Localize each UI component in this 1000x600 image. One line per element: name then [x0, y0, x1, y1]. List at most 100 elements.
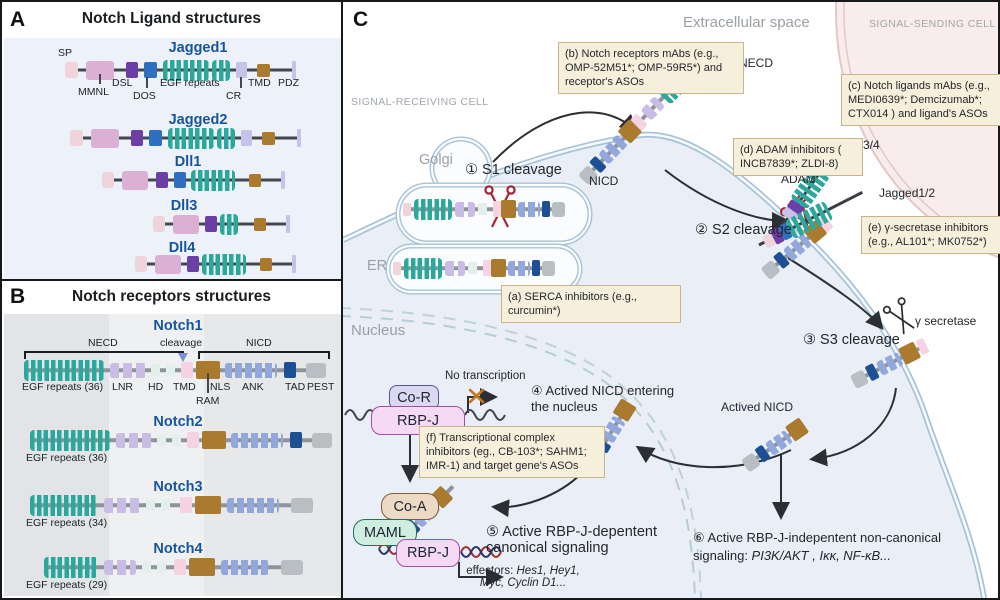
domain-tmdP — [180, 497, 192, 513]
domain-ank — [231, 432, 283, 448]
gamma-secretase-scissors-icon — [882, 297, 915, 335]
domain-pdz — [297, 129, 301, 147]
domain-label-ank: ANK — [242, 381, 264, 393]
pathway-drawing — [343, 2, 998, 598]
step6-line1: ⑥ Active RBP-J-indepentent non-canonical — [693, 530, 941, 545]
domain-hd — [157, 434, 181, 446]
domain-dos — [174, 172, 186, 188]
receptor-name-notch2: Notch2 — [153, 414, 203, 430]
arrow-s3-to-nicd — [809, 387, 897, 467]
arrow-effectors — [458, 562, 504, 586]
domain-tmdP — [174, 559, 186, 575]
domain-label-lnr: LNR — [112, 381, 134, 393]
domain-ram — [195, 496, 221, 514]
inhibitor-box-c: (c) Notch ligands mAbs (e.g., MEDI0639*;… — [841, 74, 1000, 127]
domain-egf — [217, 127, 235, 149]
domain-hd — [478, 203, 490, 215]
domain-ank — [225, 362, 277, 378]
domain-egf — [163, 59, 209, 81]
ligand-name-jagged2: Jagged2 — [168, 112, 228, 128]
domain-cr — [236, 62, 247, 78]
no-transcription-x-icon — [468, 388, 485, 404]
domain-hd — [142, 561, 166, 573]
extracellular-space-label: Extracellular space — [683, 14, 810, 31]
ligand-name-dll3: Dll3 — [170, 198, 198, 214]
label-tick — [207, 373, 209, 393]
domain-lnD — [759, 242, 764, 245]
domain-lnr — [104, 497, 140, 513]
domain-tmd — [249, 173, 261, 187]
domain-egfR — [30, 494, 98, 516]
nucleus-label: Nucleus — [351, 322, 406, 339]
domain-egf — [212, 59, 230, 81]
domain-dsl — [187, 256, 199, 272]
golgi-receptor — [403, 198, 565, 220]
step5-label: ⑤ Active RBP-J-depentent canonical signa… — [486, 524, 657, 556]
domain-lnD — [828, 192, 862, 209]
domain-lnr — [104, 559, 136, 575]
domain-gl — [642, 115, 645, 119]
domain-dsl — [156, 172, 168, 188]
label-tick — [146, 77, 148, 88]
Dll3-structure — [153, 213, 290, 235]
receptor-name-notch4: Notch4 — [153, 541, 203, 557]
domain-sp — [135, 256, 147, 272]
domain-tmdP — [483, 260, 491, 276]
domain-pdz — [281, 171, 285, 189]
domain-spC — [403, 202, 411, 216]
jagged12-label: Jagged1/2 — [879, 186, 936, 200]
domain-dos — [149, 130, 162, 146]
domain-spC — [393, 261, 401, 275]
domain-tmd — [254, 217, 266, 231]
domain-pest — [312, 432, 332, 448]
nucleus-boundary — [343, 307, 702, 598]
domain-label-tmd: TMD — [248, 77, 271, 89]
step6-label: ⑥ Active RBP-J-indepentent non-canonical… — [693, 529, 941, 564]
domain-tmd — [260, 257, 272, 271]
effectors-genes-line1: Hes1, Hey1, — [516, 565, 580, 577]
domain-tmdP — [187, 432, 199, 448]
domain-label-dos: DOS — [133, 90, 156, 102]
domain-pest — [552, 201, 565, 217]
domain-mmnl — [86, 60, 114, 80]
domain-label-tad: TAD — [285, 381, 306, 393]
domain-tmd — [257, 63, 270, 77]
arrow-no-transcription — [467, 388, 498, 413]
domain-label-ram: RAM — [196, 395, 220, 407]
gamma-secretase-label: γ secretase — [915, 314, 977, 328]
necd-label: NECD — [739, 56, 774, 70]
domain-tad — [532, 260, 540, 276]
domain-lnr — [110, 362, 146, 378]
domain-egfR — [30, 429, 110, 451]
domain-egf — [168, 127, 214, 149]
effectors-label: effectors: Hes1, Hey1, Myc, Cyclin D1... — [438, 565, 608, 589]
notch2-structure — [30, 429, 332, 451]
domain-label-cr: CR — [226, 90, 242, 102]
signal-sending-cell-label: SIGNAL-SENDING CELL — [869, 18, 996, 30]
domain-label-egf-repeats: EGF repeats — [160, 77, 220, 89]
step6-genes: PI3K/AKT , Iκκ, NF-κB... — [751, 547, 891, 563]
domain-ram — [501, 200, 516, 218]
maml-box: MAML — [353, 519, 417, 546]
domain-ank — [221, 559, 269, 575]
Dll1-structure — [102, 169, 285, 191]
cleavage-arrow-icon — [178, 353, 188, 362]
panel-c-letter: C — [353, 8, 369, 31]
domain-label-egf-repeats-34-: EGF repeats (34) — [26, 517, 108, 529]
domain-label-egf-repeats-29-: EGF repeats (29) — [26, 579, 108, 591]
domain-label-pdz: PDZ — [278, 77, 299, 89]
effectors-prefix: effectors: — [466, 565, 517, 577]
Jagged1-structure — [65, 59, 296, 81]
step6-prefix: signaling: — [693, 547, 752, 563]
domain-lnr — [116, 432, 152, 448]
domain-egf — [414, 198, 452, 220]
notch4-structure — [44, 556, 303, 578]
domain-label-nicd: NICD — [246, 337, 272, 349]
domain-mmnl — [91, 128, 119, 148]
notch3-structure — [30, 494, 313, 516]
domain-label-dsl: DSL — [112, 77, 133, 89]
s3-cleavage-label: ③ S3 cleavage — [803, 332, 900, 348]
no-transcription-label: No transcription — [445, 370, 526, 382]
domain-sp — [65, 62, 78, 78]
